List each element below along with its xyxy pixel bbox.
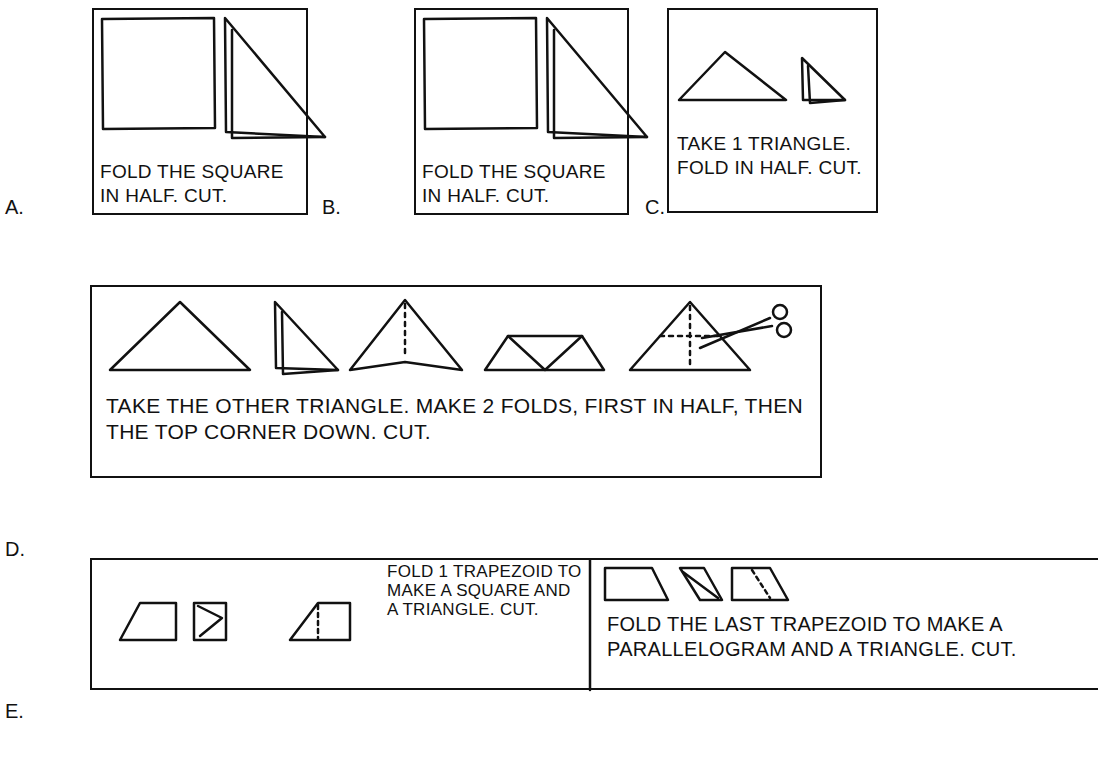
panel-letter: A.: [5, 196, 24, 219]
trapezoid-figure: [605, 568, 668, 600]
panel-b-figures: [424, 18, 647, 138]
panel-c-figures: [679, 52, 845, 103]
instruction-text: FOLD THE SQUARE IN HALF. CUT.: [100, 160, 305, 208]
folded-triangle: [547, 18, 647, 137]
trapezoid-figure: [120, 603, 176, 640]
fold-line: [404, 304, 407, 358]
text-slot: TAKE THE OTHER TRIANGLE. MAKE 2 FOLDS, F…: [106, 393, 806, 446]
panel-letter: E.: [5, 700, 24, 723]
unfolded-triangle: [350, 300, 462, 370]
instruction-panel: FOLD THE SQUARE IN HALF. CUT.: [414, 8, 629, 215]
text-slot: FOLD 1 TRAPEZOID TO MAKE A SQUARE AND A …: [387, 562, 585, 619]
fold-line: [689, 306, 692, 366]
instruction-text: FOLD THE LAST TRAPEZOID TO MAKE A PARALL…: [607, 612, 1077, 662]
divider-line: [589, 560, 592, 690]
trapezoid-figure: [732, 568, 788, 600]
square-figure: [424, 18, 537, 129]
folded-triangle-layer: [282, 312, 338, 374]
triangle-figure: [630, 302, 750, 370]
fold-line: [317, 605, 320, 638]
text-slot: TAKE 1 TRIANGLE. FOLD IN HALF. CUT.: [677, 132, 875, 180]
panel-letter: B.: [322, 196, 341, 219]
folded-triangle-layer: [554, 30, 647, 138]
folded-triangle: [275, 302, 338, 370]
fold-edges: [683, 572, 718, 598]
folded-triangle-layer: [808, 66, 845, 103]
text-slot: FOLD THE SQUARE IN HALF. CUT.: [100, 160, 305, 208]
fold-line: [752, 570, 770, 598]
trapezoid-figure: [290, 603, 350, 640]
triangle-figure: [110, 302, 250, 370]
instruction-panel: TAKE 1 TRIANGLE. FOLD IN HALF. CUT.: [667, 8, 878, 213]
fold-edges: [198, 606, 222, 636]
fold-edges: [508, 336, 582, 370]
text-slot: FOLD THE SQUARE IN HALF. CUT.: [422, 160, 627, 208]
folded-corner-figure: [485, 336, 604, 370]
folded-square: [194, 603, 226, 640]
triangle-figure: [679, 52, 786, 100]
panel-letter: C.: [645, 196, 665, 219]
instruction-text: FOLD THE SQUARE IN HALF. CUT.: [422, 160, 627, 208]
instruction-text: TAKE THE OTHER TRIANGLE. MAKE 2 FOLDS, F…: [106, 393, 806, 446]
instruction-panel: TAKE THE OTHER TRIANGLE. MAKE 2 FOLDS, F…: [90, 285, 822, 478]
panel-a-figures: [102, 18, 325, 138]
square-figure: [102, 18, 215, 129]
text-slot: FOLD THE LAST TRAPEZOID TO MAKE A PARALL…: [607, 612, 1077, 662]
folded-trapezoid: [680, 568, 722, 600]
instruction-text: FOLD 1 TRAPEZOID TO MAKE A SQUARE AND A …: [387, 562, 585, 619]
folded-triangle: [225, 18, 325, 137]
panel-d-figures: [110, 300, 791, 374]
scissors-symbol: [700, 305, 791, 348]
panel-letter: D.: [5, 538, 25, 561]
instruction-panel: FOLD THE SQUARE IN HALF. CUT.: [92, 8, 308, 215]
folded-triangle-layer: [232, 30, 325, 138]
instruction-text: TAKE 1 TRIANGLE. FOLD IN HALF. CUT.: [677, 132, 875, 180]
instruction-panel: FOLD 1 TRAPEZOID TO MAKE A SQUARE AND A …: [90, 558, 1098, 690]
